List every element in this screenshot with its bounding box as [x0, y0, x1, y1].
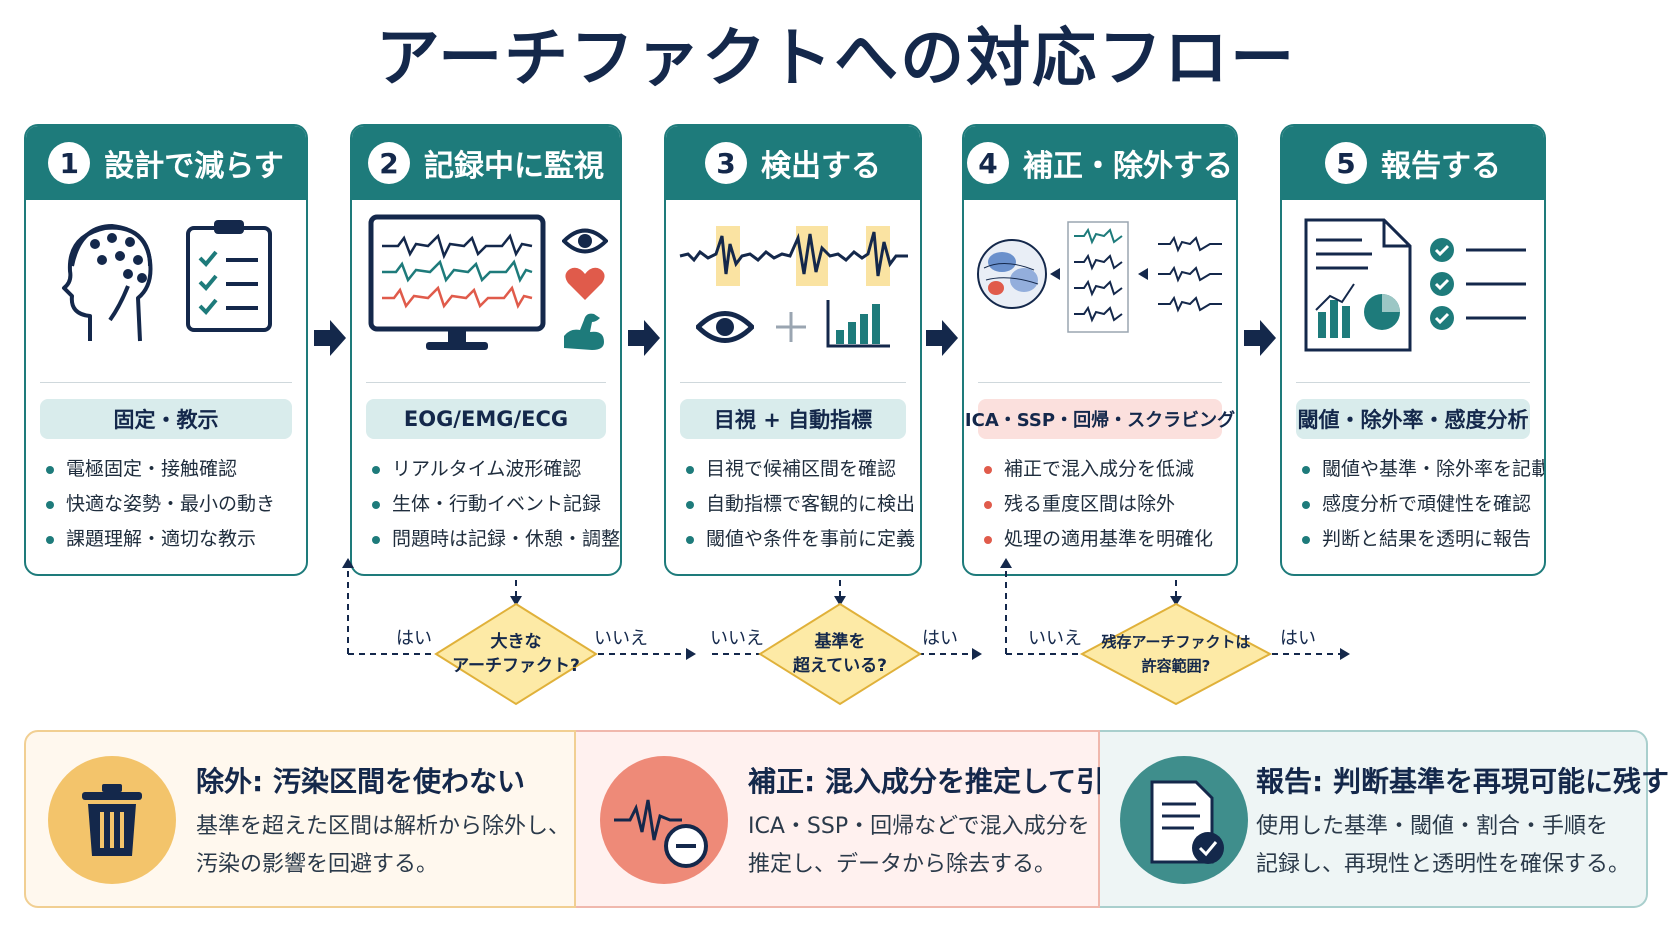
decision-diamond-1 — [434, 602, 598, 706]
step-tag: 固定・教示 — [40, 399, 292, 439]
checklist-icon — [1430, 238, 1526, 330]
exclude-body: 基準を超えた区間は解析から除外し、汚染の影響を回避する。 — [196, 814, 571, 877]
waveform-highlight-icon — [679, 226, 908, 286]
flow-arrow-icon — [926, 320, 958, 356]
flow-arrow-icon — [314, 320, 346, 356]
step-tag: ICA・SSP・回帰・スクラビング — [965, 399, 1235, 439]
step-number: 5 — [1325, 142, 1367, 184]
list-item: 閾値や基準・除外率を記載 — [1302, 452, 1544, 487]
correct-card: 補正: 混入成分を推定して引く ICA・SSP・回帰などで混入成分を推定し、デー… — [576, 730, 1132, 908]
step-4-header: 4 補正・除外する — [964, 126, 1236, 200]
step-list: リアルタイム波形確認 生体・行動イベント記録 問題時は記録・休憩・調整 — [372, 452, 620, 557]
list-item: 生体・行動イベント記録 — [372, 487, 612, 522]
step-list: 電極固定・接触確認 快適な姿勢・最小の動き 課題理解・適切な教示 — [46, 452, 298, 557]
step-1-header: 1 設計で減らす — [26, 126, 306, 200]
divider — [680, 382, 906, 383]
decision-3-text: 残存アーチファクトは許容範囲? — [1101, 633, 1251, 675]
flow-arrow-icon — [628, 320, 660, 356]
step-3-header: 3 検出する — [666, 126, 920, 200]
correct-body: ICA・SSP・回帰などで混入成分を推定し、データから除去する。 — [748, 814, 1090, 877]
list-item: リアルタイム波形確認 — [372, 452, 612, 487]
list-item: 電極固定・接触確認 — [46, 452, 298, 487]
step-number: 2 — [368, 142, 410, 184]
step-4-card: 4 補正・除外する ICA・SSP・回帰・スクラビング 補正で混入成分を低減 残… — [962, 124, 1238, 576]
divider — [978, 382, 1222, 383]
step-2-card: 2 記録中に監視 EOG/EMG/ECG リアルタイム波形確認 生体・行動イベン… — [350, 124, 622, 576]
step-title: 補正・除外する — [1023, 149, 1233, 184]
decision-2-no-label: いいえ — [710, 628, 764, 649]
decision-1-text: 大きなアーチファクト? — [452, 632, 580, 676]
step-list: 閾値や基準・除外率を記載 感度分析で頑健性を確認 判断と結果を透明に報告 — [1302, 452, 1544, 557]
report-document-icon — [1304, 218, 1412, 352]
eye-icon — [562, 228, 608, 254]
wave-minus-icon — [614, 799, 708, 868]
list-item: 残る重度区間は除外 — [984, 487, 1228, 522]
eye-icon — [696, 311, 754, 343]
list-item: 感度分析で頑健性を確認 — [1302, 487, 1536, 522]
step-tag: 閾値・除外率・感度分析 — [1296, 399, 1530, 439]
step-3-card: 3 検出する 目視 + 自動指標 目視で候補区間を確認 自動指標で客観的に検出 … — [664, 124, 922, 576]
step-tag: 目視 + 自動指標 — [680, 399, 906, 439]
correct-title: 補正: 混入成分を推定して引く — [748, 765, 1133, 798]
decision-3-yes-label: はい — [1280, 628, 1316, 649]
plus-icon — [776, 312, 806, 342]
report-check-icon — [1150, 780, 1224, 864]
report-card: 報告: 判断基準を再現可能に残す 使用した基準・閾値・割合・手順を記録し、再現性… — [1100, 730, 1669, 908]
step-1-card: 1 設計で減らす 固定・教示 電極固定・接触確認 快適な姿勢・最小の動き 課題理… — [24, 124, 308, 576]
list-item: 問題時は記録・休憩・調整 — [372, 522, 620, 557]
decision-3-no-label: いいえ — [1028, 628, 1082, 649]
step-title: 報告する — [1381, 149, 1501, 184]
decision-2-text: 基準を超えている? — [792, 632, 887, 676]
monitor-waveform-icon — [368, 214, 546, 350]
step-number: 3 — [705, 142, 747, 184]
report-title: 報告: 判断基準を再現可能に残す — [1256, 765, 1669, 798]
step-number: 1 — [48, 142, 91, 184]
divider — [366, 382, 606, 383]
step-number: 4 — [967, 142, 1009, 184]
step-list: 目視で候補区間を確認 自動指標で客観的に検出 閾値や条件を事前に定義 — [686, 452, 915, 557]
step-tag: EOG/EMG/ECG — [366, 399, 606, 439]
list-item: 自動指標で客観的に検出 — [686, 487, 915, 522]
page-title: アーチファクトへの対応フロー — [375, 22, 1297, 96]
list-item: 課題理解・適切な教示 — [46, 522, 298, 557]
clipboard-checklist-icon — [186, 220, 272, 332]
list-item: 処理の適用基準を明確化 — [984, 522, 1228, 557]
step-title: 記録中に監視 — [424, 149, 604, 184]
decision-diamond-2 — [758, 602, 922, 706]
trash-icon — [82, 784, 142, 856]
decision-1-no-label: いいえ — [594, 628, 648, 649]
decision-flow-lines — [342, 558, 1350, 706]
exclude-card: 除外: 汚染区間を使わない 基準を超えた区間は解析から除外し、汚染の影響を回避す… — [24, 730, 576, 908]
step-title: 検出する — [761, 149, 881, 184]
topomap-ica-icon — [977, 221, 1222, 333]
list-item: 閾値や条件を事前に定義 — [686, 522, 915, 557]
list-item: 判断と結果を透明に報告 — [1302, 522, 1536, 557]
report-body: 使用した基準・閾値・割合・手順を記録し、再現性と透明性を確保する。 — [1256, 814, 1631, 877]
decision-1-yes-label: はい — [396, 628, 432, 649]
divider — [1296, 382, 1530, 383]
list-item: 目視で候補区間を確認 — [686, 452, 912, 487]
head-electrode-cap-icon — [62, 223, 153, 342]
heart-icon — [565, 267, 605, 300]
list-item: 快適な姿勢・最小の動き — [46, 487, 298, 522]
step-2-header: 2 記録中に監視 — [352, 126, 620, 200]
decision-2-yes-label: はい — [922, 628, 958, 649]
list-item: 補正で混入成分を低減 — [984, 452, 1228, 487]
exclude-title: 除外: 汚染区間を使わない — [196, 765, 525, 798]
divider — [40, 382, 292, 383]
decision-diamond-3 — [1079, 602, 1273, 706]
step-5-header: 5 報告する — [1282, 126, 1544, 200]
step-list: 補正で混入成分を低減 残る重度区間は除外 処理の適用基準を明確化 — [984, 452, 1228, 557]
step-title: 設計で減らす — [104, 149, 284, 184]
bottom-summary-panel: 除外: 汚染区間を使わない 基準を超えた区間は解析から除外し、汚染の影響を回避す… — [24, 730, 1669, 908]
bar-chart-icon — [826, 300, 890, 348]
step-5-card: 5 報告する 閾値・除外率・感度分析 閾値や基準・除外率を記載 感度分析で頑健性… — [1280, 124, 1546, 576]
flow-arrow-icon — [1244, 320, 1276, 356]
muscle-arm-icon — [564, 313, 604, 350]
